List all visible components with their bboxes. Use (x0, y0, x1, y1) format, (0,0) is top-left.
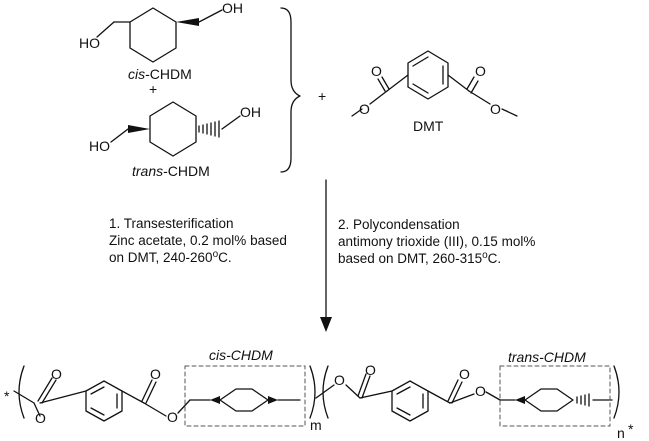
cis-oh-right-label: OH (222, 0, 243, 16)
reaction-arrow (320, 179, 332, 332)
trans-oh-left-label: HO (89, 138, 110, 154)
plus-before-dmt: + (318, 88, 327, 104)
step1-temperature: on DMT, 240-260oC. (109, 249, 232, 265)
product-o-2: O (51, 366, 62, 382)
step2-title: 2. Polycondensation (338, 217, 460, 232)
dmt-ester-o-left: O (359, 101, 370, 117)
chain-end-left: * (4, 388, 10, 404)
product-o-1: O (35, 410, 46, 426)
cis-prefix: cis (128, 66, 146, 82)
product-o-8: O (475, 383, 486, 399)
product-o-5: O (334, 372, 345, 388)
step1-title: 1. Transesterification (109, 216, 234, 231)
trans-chdm-label: trans-CHDM (132, 163, 210, 180)
step1-catalyst: Zinc acetate, 0.2 mol% based (109, 233, 287, 248)
dmt-carbonyl-o-left: O (371, 63, 382, 79)
subscript-n: n (617, 425, 625, 441)
dmt-ester-o-right: O (490, 101, 501, 117)
subscript-m: m (310, 417, 322, 433)
polymer-product-structure (13, 365, 620, 427)
dmt-carbonyl-o-right: O (475, 63, 486, 79)
product-cis-label: cis-CHDM (209, 347, 273, 363)
product-o-7: O (459, 366, 470, 382)
dmt-label: DMT (413, 118, 444, 134)
step2-catalyst: antimony trioxide (III), 0.15 mol% (338, 234, 536, 249)
cis-chdm-structure (96, 7, 223, 63)
step2-temperature: based on DMT, 260-315oC. (338, 250, 502, 266)
plus-between-isomers: + (149, 81, 158, 97)
cis-oh-left-label: HO (79, 35, 100, 51)
trans-prefix: trans (132, 163, 164, 179)
grouping-brace (280, 7, 301, 173)
cis-chdm-label: cis-CHDM (128, 66, 192, 83)
trans-oh-right-label: OH (240, 104, 261, 120)
chain-end-right: * (628, 421, 634, 437)
product-o-6: O (365, 362, 376, 378)
cis-name: -CHDM (145, 66, 192, 82)
product-o-3: O (150, 366, 161, 382)
step2-conditions: 2. Polycondensation antimony trioxide (I… (338, 216, 535, 269)
product-o-4: O (167, 409, 178, 425)
trans-chdm-structure (110, 101, 241, 157)
product-trans-label: trans-CHDM (508, 349, 586, 365)
dmt-structure (351, 50, 518, 117)
trans-name: -CHDM (163, 163, 210, 179)
step1-conditions: 1. Transesterification Zinc acetate, 0.2… (109, 215, 287, 268)
